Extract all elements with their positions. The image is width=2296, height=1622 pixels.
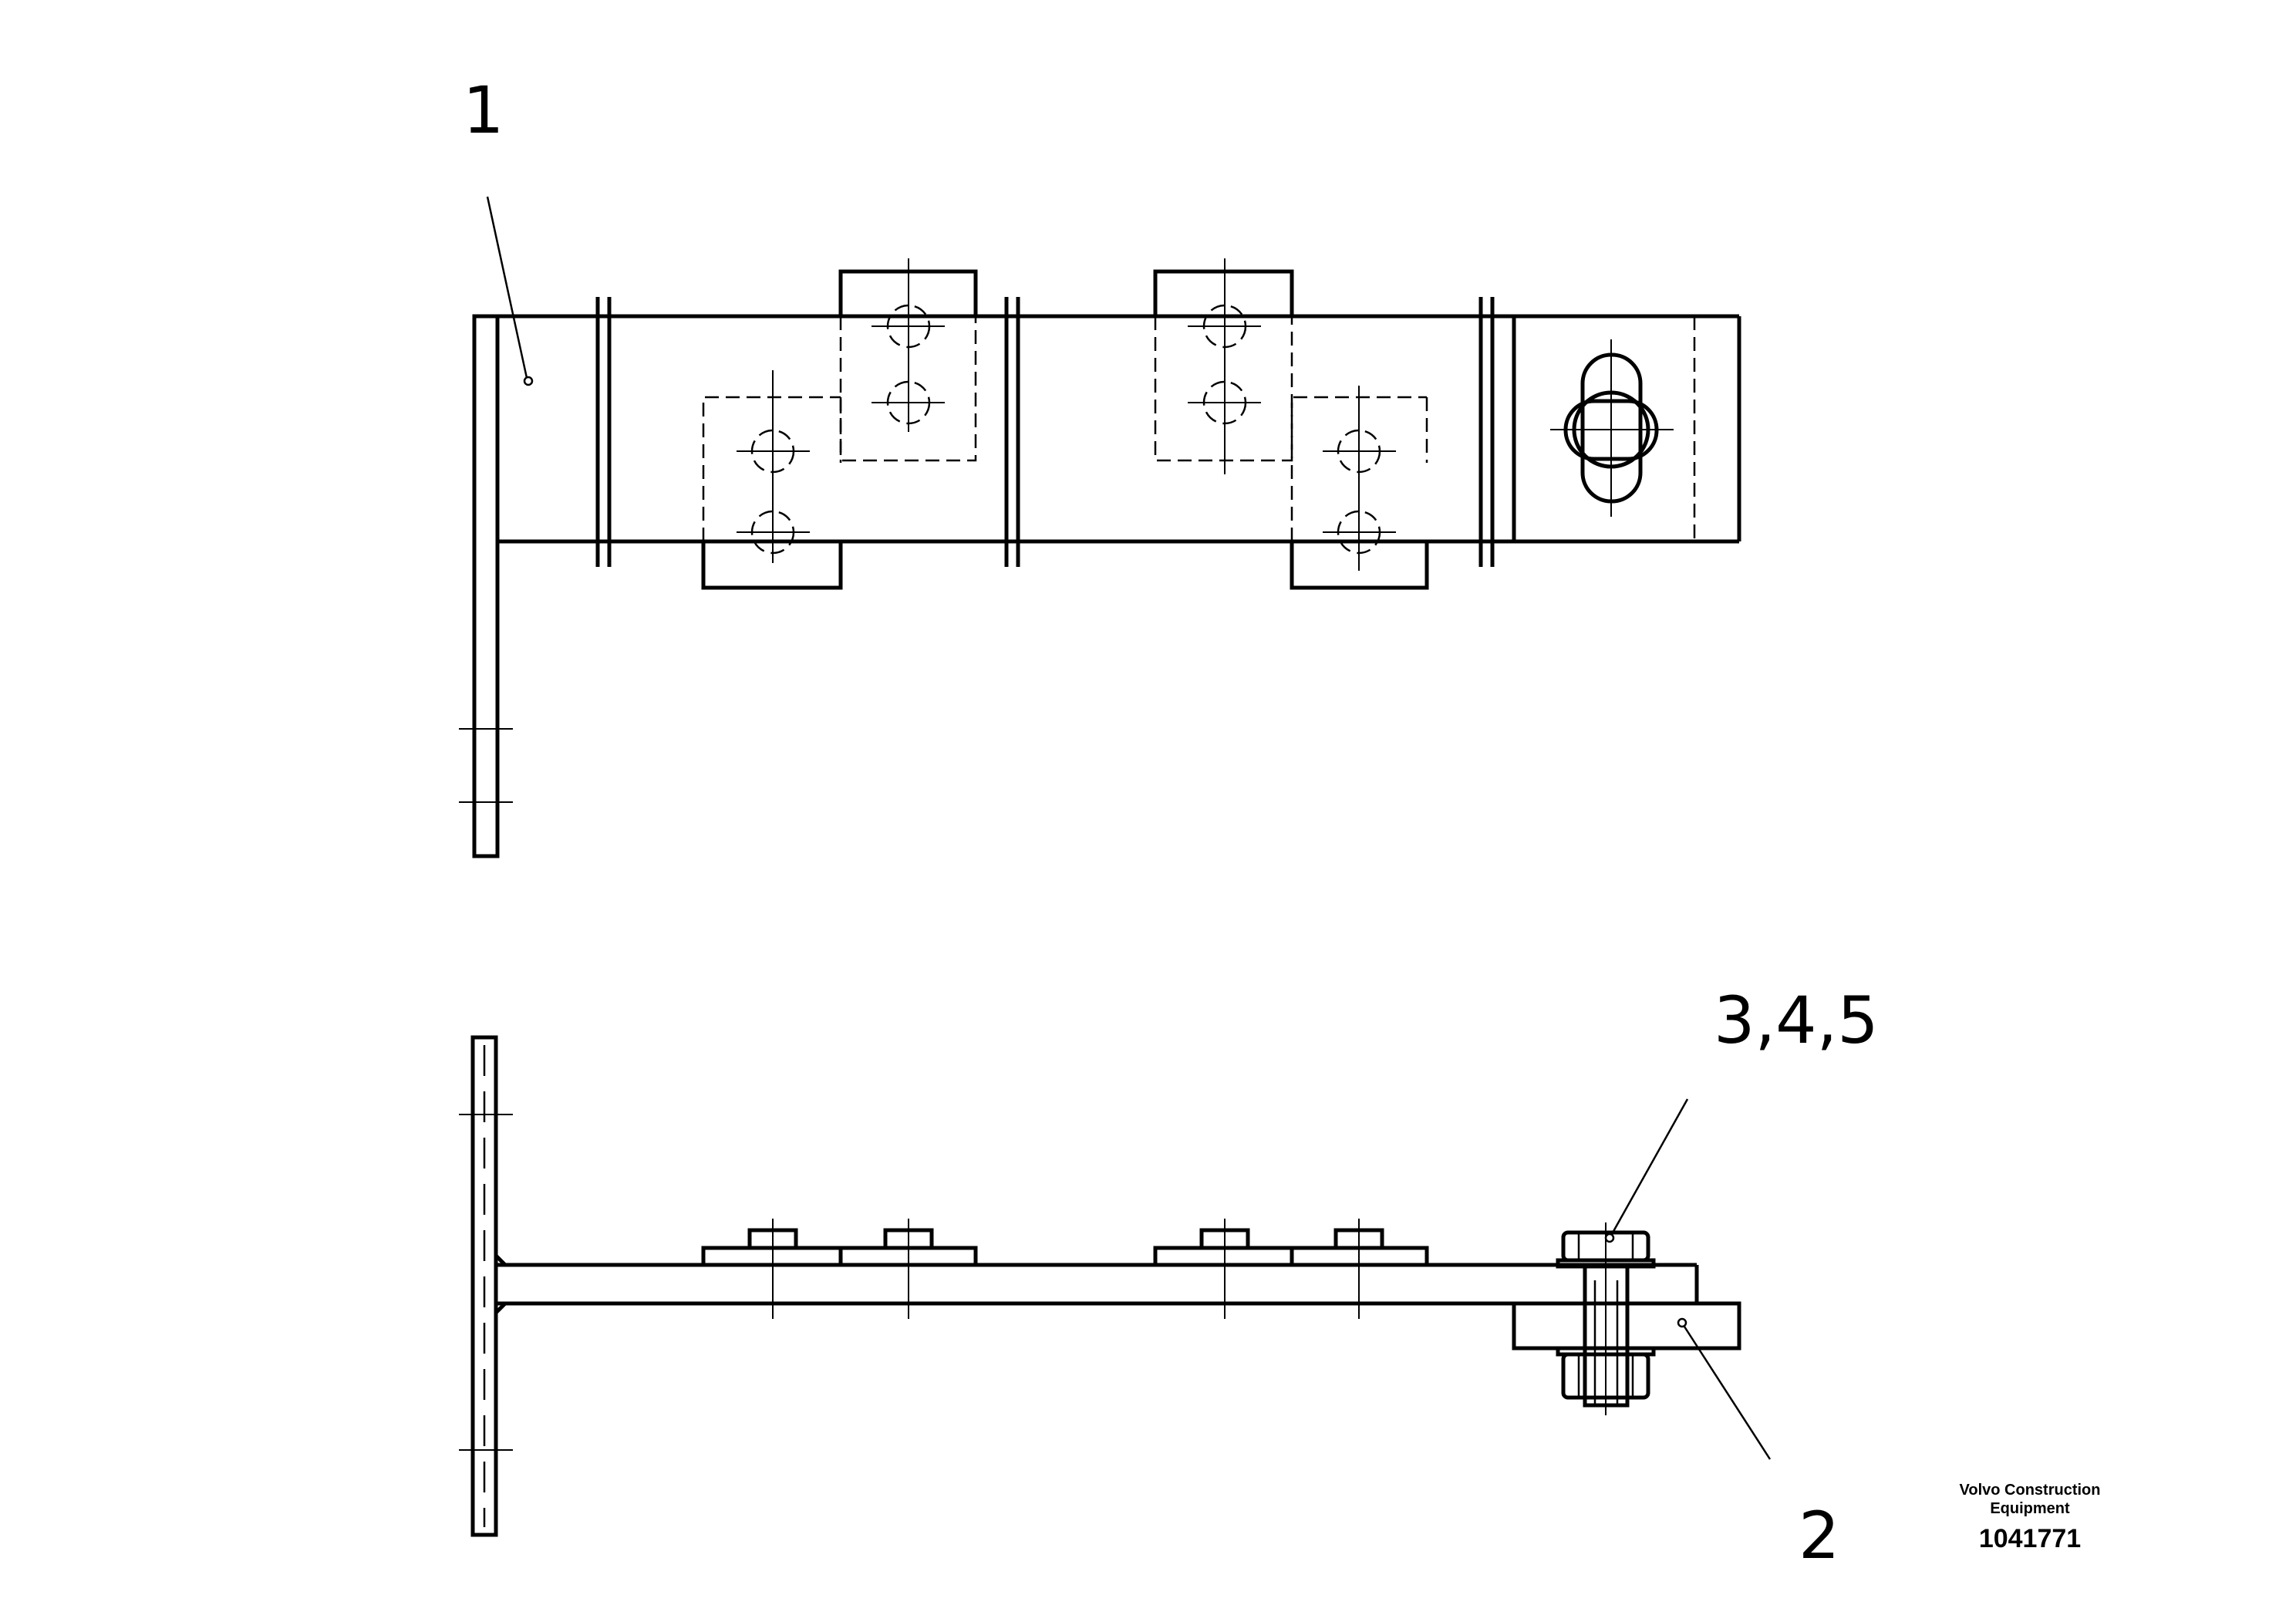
bolt-assembly bbox=[1556, 1222, 1656, 1415]
top-view bbox=[459, 196, 1741, 858]
title-block: Volvo Construction Equipment 1041771 bbox=[1960, 1482, 2101, 1553]
clamp-block-4 bbox=[1290, 386, 1429, 590]
leader-2 bbox=[1683, 1326, 1772, 1460]
top-main-bar bbox=[497, 297, 1741, 567]
part-number: 1041771 bbox=[1979, 1524, 2081, 1553]
clamp-block-3 bbox=[1153, 258, 1294, 474]
brand-line-1: Volvo Construction bbox=[1960, 1482, 2101, 1499]
side-flange bbox=[470, 1035, 498, 1537]
slotted-hole bbox=[1550, 339, 1674, 517]
leader-3-4-5 bbox=[1610, 1098, 1689, 1235]
clamp-block-2 bbox=[838, 258, 978, 462]
callout-item-2: 2 bbox=[1799, 1498, 1839, 1573]
top-flange bbox=[472, 314, 500, 858]
callout-item-1: 1 bbox=[463, 73, 504, 148]
brand-line-2: Equipment bbox=[1990, 1500, 2070, 1517]
callout-items-3-4-5: 3,4,5 bbox=[1714, 983, 1879, 1058]
side-view bbox=[459, 1035, 1772, 1537]
clamp-strips bbox=[701, 1219, 1429, 1319]
side-main-bar bbox=[494, 1254, 1699, 1314]
clamp-block-1 bbox=[701, 370, 843, 590]
leader-1 bbox=[486, 196, 528, 379]
